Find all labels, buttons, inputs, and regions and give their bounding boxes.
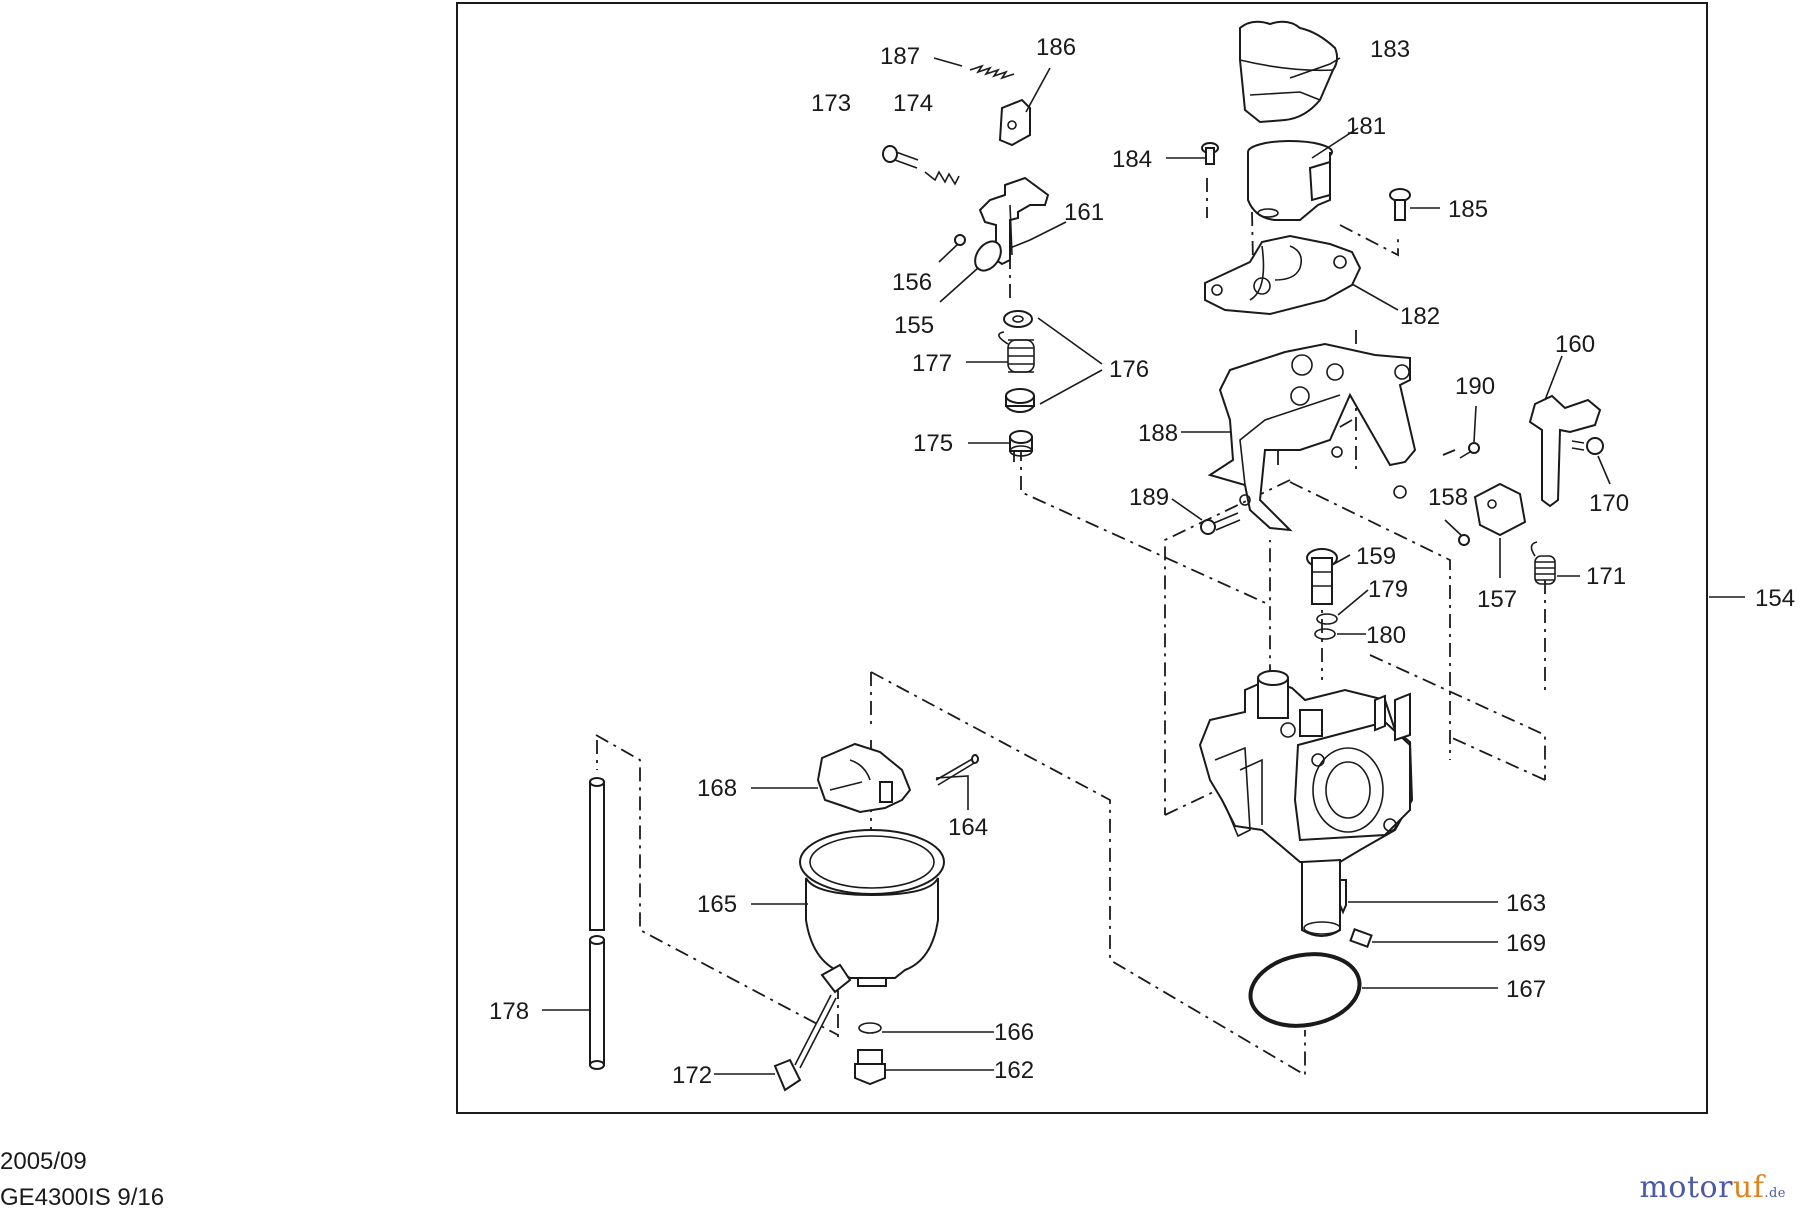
callout-labels: 187 186 173 174 183 181 184 185 161 156 …	[489, 34, 1795, 1089]
footer-date: 2005/09	[0, 1148, 87, 1175]
callout-178: 178	[489, 998, 529, 1025]
part-155-plate	[974, 240, 1002, 272]
part-170-screw	[1571, 437, 1604, 455]
part-182-base	[1204, 234, 1362, 316]
part-180-oring	[1314, 628, 1336, 640]
part-163-needle	[1339, 879, 1347, 915]
callout-168: 168	[697, 775, 737, 802]
part-179-oring	[1316, 613, 1338, 625]
footer-model-page: GE4300IS 9/16	[0, 1184, 165, 1211]
part-185-screw	[1389, 188, 1411, 221]
callout-154: 154	[1755, 585, 1795, 612]
part-157-plate	[1473, 482, 1527, 537]
part-166-washer	[858, 1022, 882, 1034]
part-165-bowl	[799, 829, 945, 994]
callout-184: 184	[1112, 146, 1152, 173]
part-167-ring	[1248, 952, 1362, 1028]
part-160-choke	[1528, 394, 1602, 508]
part-carburetor-body	[1198, 670, 1414, 937]
leader-lines	[542, 57, 1611, 1075]
callout-166: 166	[994, 1019, 1034, 1046]
callout-165: 165	[697, 891, 737, 918]
callout-172: 172	[672, 1062, 712, 1089]
callout-161: 161	[1064, 199, 1104, 226]
part-181-top	[1247, 140, 1333, 221]
part-169-screw	[1349, 928, 1373, 948]
callout-186: 186	[1036, 34, 1076, 61]
callout-182: 182	[1400, 303, 1440, 330]
callout-180: 180	[1366, 622, 1406, 649]
callout-188: 188	[1138, 420, 1178, 447]
watermark-part3: .de	[1764, 1186, 1786, 1201]
callout-185: 185	[1448, 196, 1488, 223]
callout-155: 155	[894, 312, 934, 339]
callout-173: 173	[811, 90, 851, 117]
callout-170: 170	[1589, 490, 1629, 517]
callout-179: 179	[1368, 576, 1408, 603]
part-172-screw	[773, 994, 837, 1092]
part-177-spring	[998, 331, 1035, 373]
callout-162: 162	[994, 1057, 1034, 1084]
callout-160: 160	[1555, 331, 1595, 358]
watermark-part2: uf	[1732, 1170, 1765, 1205]
callout-156: 156	[892, 269, 932, 296]
part-189-screw	[1200, 512, 1241, 535]
part-178-tube	[589, 777, 605, 1070]
callout-175: 175	[913, 430, 953, 457]
callout-176: 176	[1109, 356, 1149, 383]
watermark-logo: motoruf.de	[1639, 1170, 1786, 1205]
part-171-spring	[1530, 541, 1556, 585]
callout-189: 189	[1129, 484, 1169, 511]
callout-181: 181	[1346, 113, 1386, 140]
callout-163: 163	[1506, 890, 1546, 917]
part-176-washers	[1003, 310, 1035, 413]
part-190-screw	[1459, 442, 1480, 459]
part-158-screw	[1458, 534, 1470, 546]
callout-158: 158	[1428, 484, 1468, 511]
part-186-lever	[998, 98, 1031, 147]
part-168-float	[816, 742, 912, 814]
callout-183: 183	[1370, 36, 1410, 63]
callout-164: 164	[948, 814, 988, 841]
callout-169: 169	[1506, 930, 1546, 957]
callout-171: 171	[1586, 563, 1626, 590]
part-183-cover	[1239, 20, 1339, 124]
callout-177: 177	[912, 350, 952, 377]
callout-159: 159	[1356, 543, 1396, 570]
callout-167: 167	[1506, 976, 1546, 1003]
part-156-screw	[954, 234, 966, 246]
callout-174: 174	[893, 90, 933, 117]
callout-157: 157	[1477, 586, 1517, 613]
watermark-part1: motor	[1639, 1170, 1733, 1205]
part-175-bushing	[1009, 430, 1033, 457]
part-162-bolt	[854, 1049, 886, 1086]
part-159-valve	[1306, 548, 1338, 605]
diagram-frame	[456, 2, 1708, 1114]
part-173-screw	[882, 145, 919, 169]
part-188-bracket	[1207, 342, 1417, 532]
part-187-spring	[969, 64, 1015, 80]
part-174-spring	[924, 170, 960, 186]
callout-190: 190	[1455, 373, 1495, 400]
part-164-pin	[935, 754, 979, 786]
part-184-screw	[1201, 142, 1219, 165]
callout-187: 187	[880, 43, 920, 70]
